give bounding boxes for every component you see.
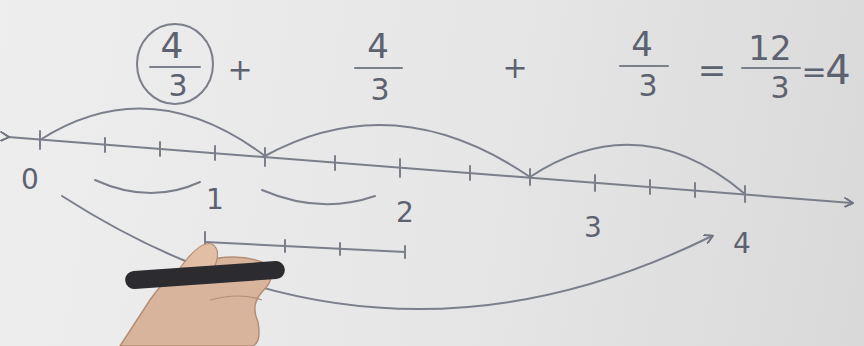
hand-with-marker bbox=[120, 244, 285, 346]
equation-term: 4 bbox=[825, 50, 850, 90]
axis-number: 1 bbox=[206, 186, 224, 214]
unit-ruler bbox=[284, 240, 286, 252]
unit-ruler bbox=[205, 242, 405, 252]
equation-term: = bbox=[801, 57, 826, 87]
equation-term: + bbox=[502, 53, 527, 83]
axis-number: 3 bbox=[584, 214, 602, 242]
equation-term: 4 bbox=[161, 28, 184, 64]
circle-mark bbox=[137, 24, 213, 104]
jump-arc bbox=[265, 125, 530, 177]
fraction-bar bbox=[620, 65, 668, 67]
jump-arc bbox=[40, 109, 265, 156]
equation-term: 4 bbox=[367, 29, 389, 63]
fraction-bar bbox=[150, 66, 200, 68]
fraction-bar bbox=[742, 67, 800, 69]
unit-ruler bbox=[404, 246, 406, 258]
equation-term: 3 bbox=[370, 75, 389, 105]
axis-number: 2 bbox=[396, 199, 414, 227]
unit-ruler bbox=[339, 243, 341, 255]
fraction-bar bbox=[355, 67, 402, 69]
number-line bbox=[8, 137, 852, 203]
equation-term: 4 bbox=[631, 27, 653, 61]
bracket-mark bbox=[95, 180, 200, 193]
bracket-mark bbox=[262, 190, 375, 204]
equation-term: 3 bbox=[638, 71, 657, 101]
axis-number: 4 bbox=[733, 230, 751, 258]
equation-term: + bbox=[227, 55, 252, 85]
equation-term: 3 bbox=[168, 71, 187, 101]
jump-arc bbox=[530, 145, 745, 194]
axis-number: 0 bbox=[21, 166, 39, 194]
equation-term: 3 bbox=[770, 73, 789, 103]
equation-term: 12 bbox=[748, 31, 791, 65]
tick-marks bbox=[40, 131, 745, 202]
equation-term: = bbox=[698, 53, 727, 87]
